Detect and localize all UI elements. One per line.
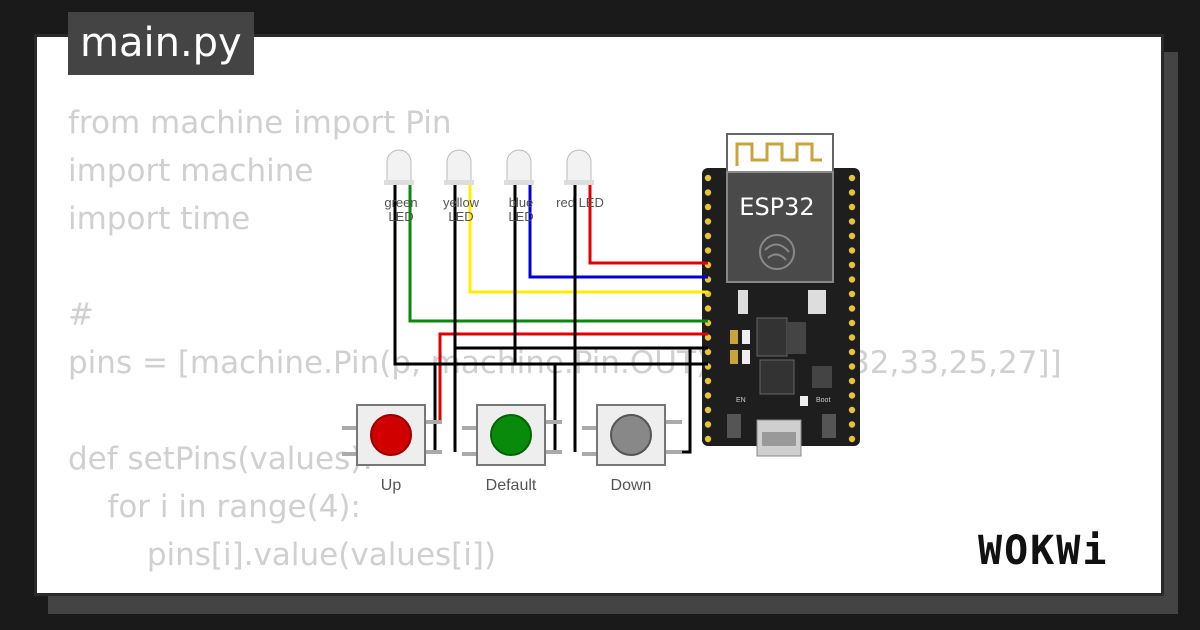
led-label: green — [384, 195, 417, 210]
wire-ground-led-green — [393, 180, 708, 366]
led-label: blue — [509, 195, 534, 210]
header-pin — [848, 290, 856, 298]
header-pin — [848, 363, 856, 370]
header-pin — [704, 232, 712, 240]
button-down[interactable]: Down — [582, 404, 682, 494]
led-label: LED — [448, 209, 473, 224]
led-blue[interactable]: blue LED — [504, 149, 534, 224]
led-label: LED — [388, 209, 413, 224]
en-button[interactable] — [727, 414, 741, 438]
header-pin — [848, 247, 856, 254]
header-pin — [704, 174, 712, 182]
header-pin — [704, 348, 712, 356]
wokwi-logo: WOKWi — [978, 528, 1109, 574]
led-label: yellow — [443, 195, 480, 210]
file-tab: main.py — [68, 12, 254, 75]
wire-button-default — [453, 346, 708, 452]
header-pin — [848, 261, 856, 269]
wire-gnd-button-default — [545, 364, 557, 454]
header-pin — [704, 406, 712, 414]
header-pin — [848, 406, 856, 414]
button-up[interactable]: Up — [342, 404, 442, 494]
header-pin — [848, 305, 856, 312]
boot-label: Boot — [816, 397, 830, 404]
header-pin — [848, 203, 856, 211]
header-pin — [848, 276, 856, 283]
esp32-board[interactable]: ESP32 EN Boot — [702, 133, 860, 457]
wire-green-led — [395, 178, 708, 323]
right-pin-header — [848, 174, 856, 443]
header-pin — [704, 203, 712, 211]
header-pin — [848, 435, 856, 443]
header-pin — [704, 435, 712, 443]
header-pin — [848, 319, 856, 327]
button-label: Down — [611, 477, 652, 494]
header-pin — [704, 334, 712, 341]
header-pin — [848, 421, 856, 428]
header-pin — [704, 377, 712, 385]
header-pin — [704, 392, 712, 399]
led-yellow[interactable]: yellow LED — [443, 149, 480, 224]
wire-gnd-button-up — [425, 364, 437, 454]
led-red[interactable]: red LED — [556, 149, 604, 210]
header-pin — [848, 232, 856, 240]
button-label: Default — [486, 477, 537, 494]
usb-chip — [759, 359, 795, 395]
header-pin — [848, 189, 856, 196]
header-pin — [704, 189, 712, 196]
boot-button[interactable] — [822, 414, 836, 438]
header-pin — [704, 218, 712, 225]
preview-card — [34, 34, 1164, 596]
chip-label: ESP32 — [739, 193, 814, 221]
led-green[interactable]: green LED — [384, 149, 418, 224]
header-pin — [848, 174, 856, 182]
espressif-logo-icon — [759, 234, 795, 270]
header-pin — [848, 348, 856, 356]
en-label: EN — [736, 397, 746, 404]
header-pin — [848, 377, 856, 385]
button-default[interactable]: Default — [462, 404, 562, 494]
header-pin — [848, 334, 856, 341]
led-label-red: red LED — [556, 195, 604, 210]
header-pin — [848, 218, 856, 225]
header-pin — [848, 392, 856, 399]
button-label: Up — [381, 477, 402, 494]
header-pin — [704, 305, 712, 312]
header-pin — [704, 421, 712, 428]
led-label: LED — [508, 209, 533, 224]
wire-red-led — [575, 178, 708, 265]
header-pin — [704, 247, 712, 254]
